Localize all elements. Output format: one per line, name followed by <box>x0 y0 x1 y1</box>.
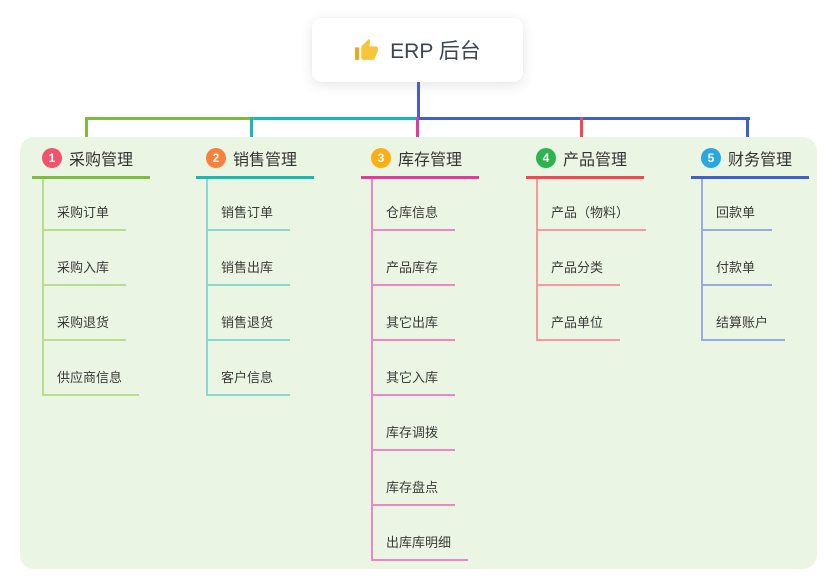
branch-1-label: 采购管理 <box>69 152 134 169</box>
branch-5-tree-line <box>701 179 703 341</box>
connector-branch-1-line <box>86 117 254 120</box>
leaf-node[interactable]: 客户信息 <box>206 364 291 396</box>
branch-node-finance[interactable]: 5 财务管理 <box>691 147 809 179</box>
connector-branch-5-line <box>420 117 750 120</box>
connector-drop-4 <box>580 117 583 144</box>
branch-2-label: 销售管理 <box>233 152 298 169</box>
leaf-node[interactable]: 其它入库 <box>371 364 456 396</box>
leaf-node[interactable]: 其它出库 <box>371 309 456 341</box>
leaf-node[interactable]: 仓库信息 <box>371 199 456 231</box>
branch-5-label: 财务管理 <box>728 152 793 169</box>
leaf-node[interactable]: 销售退货 <box>206 309 291 341</box>
leaf-node[interactable]: 产品库存 <box>371 254 456 286</box>
branch-node-inventory[interactable]: 3 库存管理 <box>361 147 479 179</box>
leaf-node[interactable]: 库存调拨 <box>371 419 456 451</box>
branch-4-label: 产品管理 <box>563 152 628 169</box>
connector-drop-2 <box>250 117 253 144</box>
branch-4-tree-line <box>536 179 538 341</box>
leaf-node[interactable]: 付款单 <box>701 254 773 286</box>
root-node-erp[interactable]: ERP 后台 <box>312 18 523 82</box>
branch-node-product[interactable]: 4 产品管理 <box>526 147 644 179</box>
leaf-node[interactable]: 销售出库 <box>206 254 291 286</box>
leaf-node[interactable]: 采购退货 <box>42 309 127 341</box>
connector-drop-1 <box>85 117 88 144</box>
branch-2-badge: 2 <box>206 148 226 168</box>
leaf-node[interactable]: 采购订单 <box>42 199 127 231</box>
leaf-node[interactable]: 出库库明细 <box>371 529 469 561</box>
leaf-node[interactable]: 供应商信息 <box>42 364 140 396</box>
branch-5-badge: 5 <box>701 148 721 168</box>
root-node-title: ERP 后台 <box>390 40 481 63</box>
leaf-node[interactable]: 产品分类 <box>536 254 621 286</box>
leaf-node[interactable]: 库存盘点 <box>371 474 456 506</box>
branch-3-badge: 3 <box>371 148 391 168</box>
leaf-node[interactable]: 销售订单 <box>206 199 291 231</box>
branch-1-tree-line <box>42 179 44 396</box>
leaf-node[interactable]: 结算账户 <box>701 309 786 341</box>
branch-node-sales[interactable]: 2 销售管理 <box>196 147 314 179</box>
branch-3-label: 库存管理 <box>398 152 463 169</box>
connector-drop-3 <box>416 117 419 144</box>
canvas-panel <box>20 137 817 569</box>
branch-4-badge: 4 <box>536 148 556 168</box>
root-stem-line <box>417 82 420 120</box>
branch-3-tree-line <box>371 179 373 561</box>
leaf-node[interactable]: 采购入库 <box>42 254 127 286</box>
leaf-node[interactable]: 产品（物料） <box>536 199 647 231</box>
branch-1-badge: 1 <box>42 148 62 168</box>
leaf-node[interactable]: 产品单位 <box>536 309 621 341</box>
branch-2-tree-line <box>206 179 208 396</box>
branch-node-purchase[interactable]: 1 采购管理 <box>32 147 150 179</box>
leaf-node[interactable]: 回款单 <box>701 199 773 231</box>
connector-drop-5 <box>746 117 749 144</box>
connector-branch-2-line <box>254 117 418 120</box>
thumbs-up-icon <box>355 38 379 60</box>
